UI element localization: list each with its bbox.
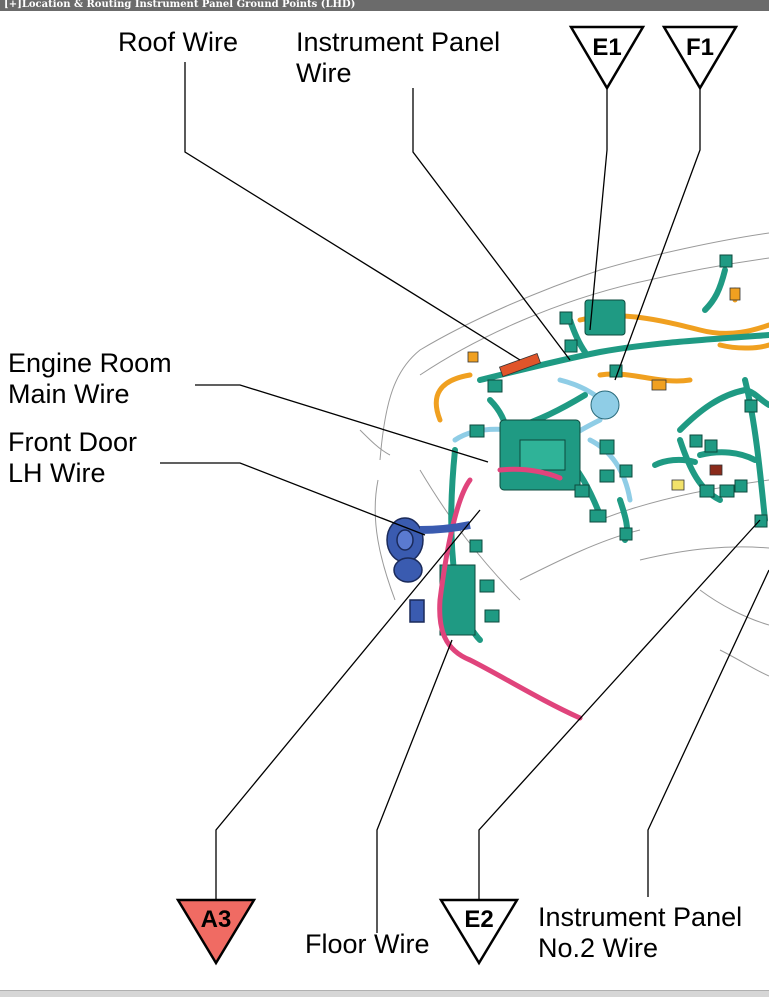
leader-lines — [160, 62, 769, 933]
label-roof-wire: Roof Wire — [118, 27, 239, 57]
ground-point-F1: F1 — [661, 25, 739, 91]
dashboard-outline — [359, 232, 769, 677]
label-front-door-line1: Front Door — [8, 427, 138, 457]
ground-label-A3: A3 — [201, 906, 232, 933]
ground-point-E2: E2 — [438, 898, 520, 966]
label-floor-wire: Floor Wire — [305, 929, 430, 959]
title-bar: [+]Location & Routing Instrument Panel G… — [0, 0, 769, 11]
window-title: [+]Location & Routing Instrument Panel G… — [4, 0, 356, 10]
green-harness — [448, 267, 769, 643]
label-instrument-panel-wire-line1: Instrument Panel — [296, 27, 501, 57]
grommet-icon — [590, 390, 620, 420]
ground-label-F1: F1 — [686, 34, 714, 61]
label-ip-no2-line1: Instrument Panel — [538, 902, 743, 932]
ground-point-A3: A3 — [175, 898, 257, 966]
ground-label-E2: E2 — [464, 906, 493, 933]
accent-connectors — [467, 287, 741, 491]
label-engine-room-line2: Main Wire — [8, 379, 130, 409]
label-ip-no2-line2: No.2 Wire — [538, 933, 659, 963]
horizontal-scrollbar[interactable] — [0, 990, 769, 997]
label-instrument-panel-wire-line2: Wire — [296, 58, 352, 88]
ground-point-E1: E1 — [568, 25, 646, 91]
label-front-door-line2: LH Wire — [8, 458, 106, 488]
connector-blocks — [439, 254, 768, 636]
label-engine-room-line1: Engine Room — [8, 348, 172, 378]
ground-label-E1: E1 — [592, 34, 621, 61]
